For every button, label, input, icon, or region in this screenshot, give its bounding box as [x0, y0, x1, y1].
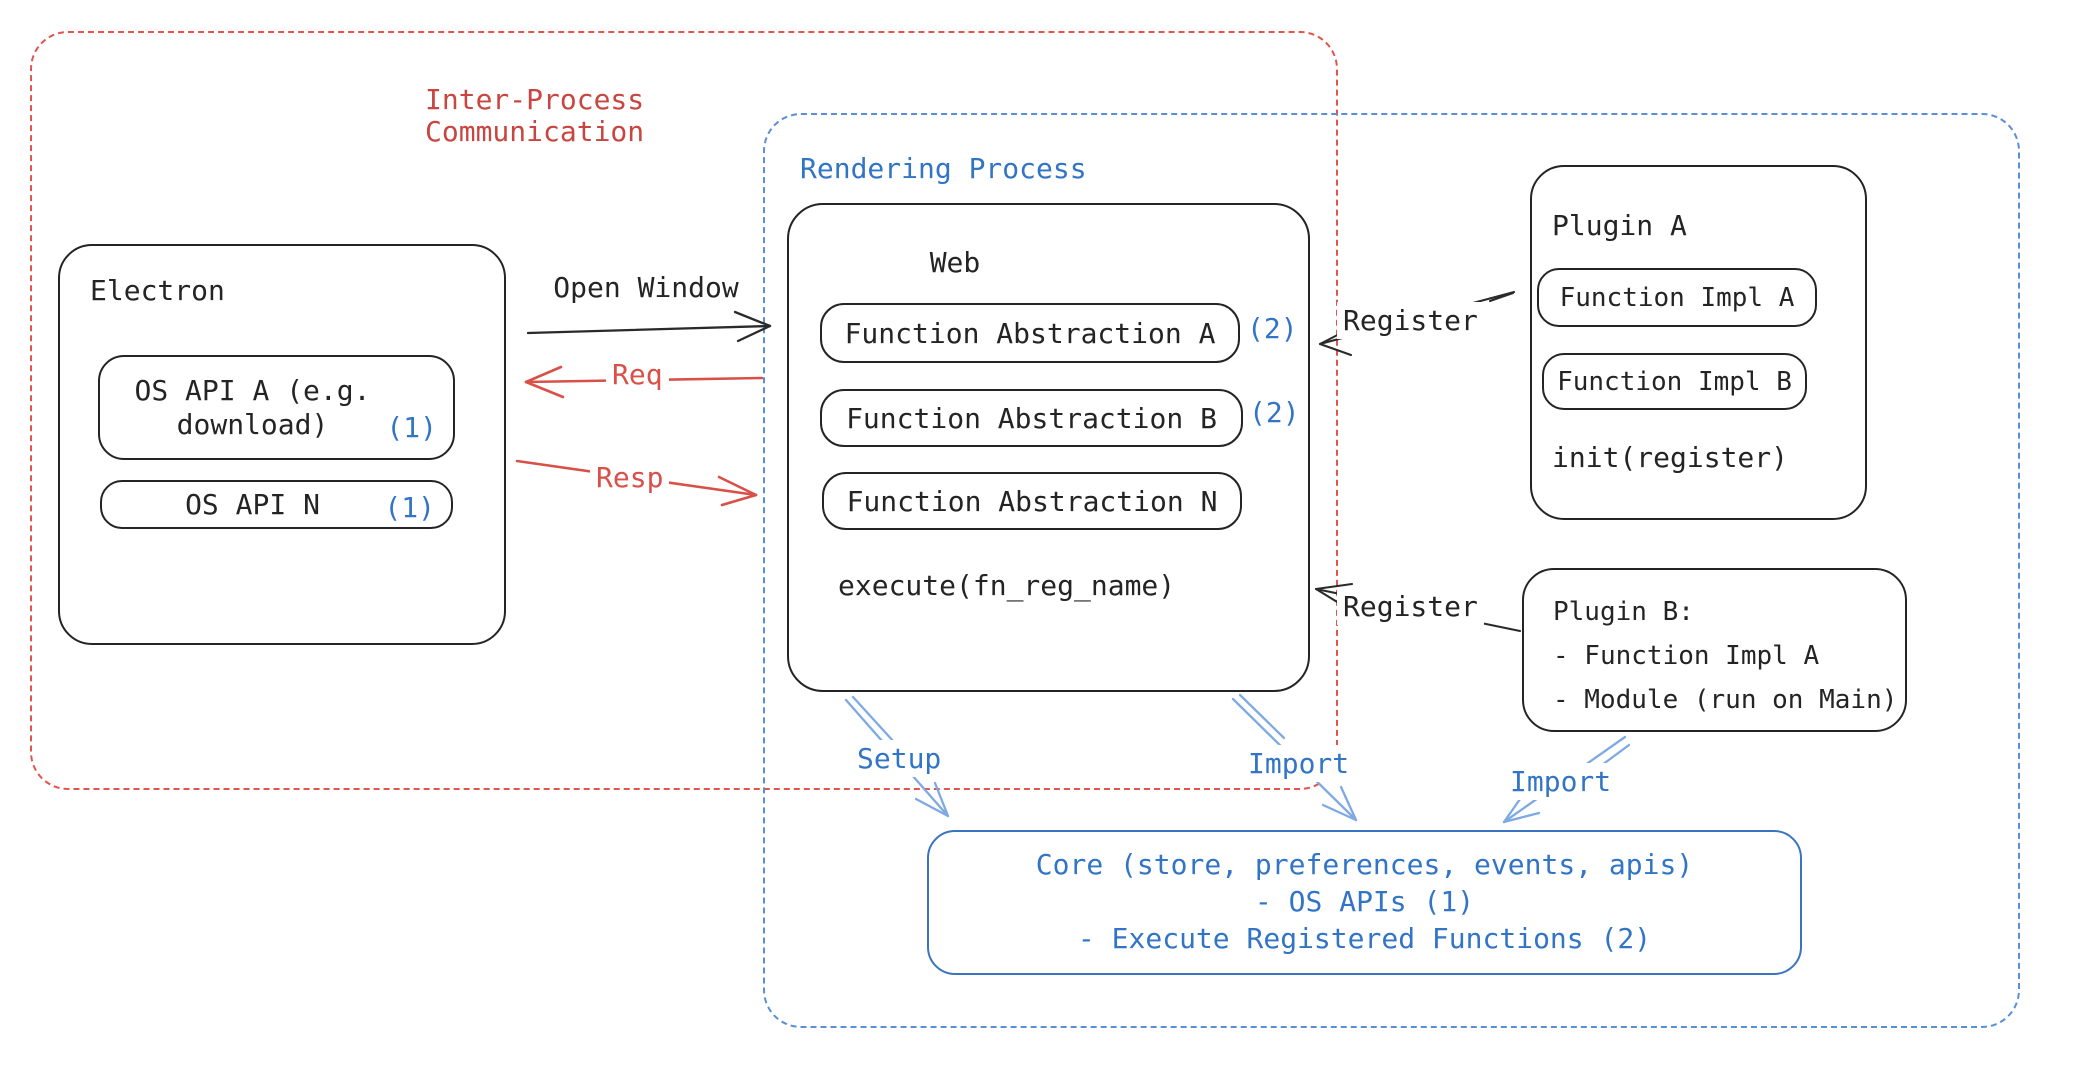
- plugin-a-title: Plugin A: [1552, 209, 1687, 242]
- function-impl-a-box: Function Impl A: [1537, 268, 1817, 327]
- plugin-a-init-label: init(register): [1552, 441, 1789, 474]
- electron-title: Electron: [90, 274, 225, 307]
- req-label: Req: [606, 356, 669, 393]
- ipc-group-title: Inter-Process Communication: [425, 84, 644, 148]
- os-api-a-line2: download): [176, 407, 329, 441]
- function-abstraction-a-ref: (2): [1247, 312, 1298, 345]
- function-abstraction-b-label: Function Abstraction B: [846, 401, 1217, 435]
- function-impl-b-box: Function Impl B: [1542, 353, 1807, 410]
- function-impl-b-label: Function Impl B: [1557, 366, 1792, 397]
- web-title: Web: [929, 246, 981, 279]
- web-box: [787, 203, 1310, 692]
- function-abstraction-b-ref: (2): [1249, 396, 1300, 429]
- core-content: Core (store, preferences, events, apis) …: [927, 846, 1802, 957]
- os-api-a-label: OS API A (e.g. download): [134, 374, 418, 442]
- resp-label: Resp: [590, 459, 670, 496]
- function-abstraction-a-box: Function Abstraction A: [820, 303, 1240, 363]
- rendering-process-group-box: [763, 113, 2020, 1028]
- os-api-a-ref: (1): [386, 411, 437, 444]
- import-plugin-label: Import: [1504, 763, 1618, 800]
- ipc-title-line2: Communication: [425, 115, 645, 148]
- function-impl-a-label: Function Impl A: [1559, 282, 1795, 313]
- core-box: [927, 830, 1802, 975]
- core-line2: - OS APIs (1): [1254, 885, 1475, 918]
- os-api-n-label: OS API N: [185, 488, 320, 521]
- function-abstraction-b-box: Function Abstraction B: [820, 389, 1243, 447]
- plugin-b-box: [1522, 568, 1907, 732]
- os-api-a-box: OS API A (e.g. download) (1): [98, 355, 455, 460]
- os-api-n-box: OS API N (1): [100, 480, 453, 529]
- import-web-label: Import: [1242, 745, 1356, 782]
- function-abstraction-a-label: Function Abstraction A: [844, 316, 1216, 350]
- core-line1: Core (store, preferences, events, apis): [1035, 848, 1694, 881]
- function-abstraction-n-label: Function Abstraction N: [846, 484, 1218, 518]
- function-abstraction-n-box: Function Abstraction N: [822, 472, 1242, 530]
- os-api-n-ref: (1): [384, 491, 435, 524]
- plugin-b-item-impl-a: - Function Impl A: [1553, 641, 1820, 671]
- setup-label: Setup: [851, 740, 948, 777]
- plugin-b-title: Plugin B:: [1553, 597, 1694, 627]
- plugin-b-item-module: - Module (run on Main): [1553, 685, 1898, 715]
- ipc-group-box: [30, 31, 1338, 790]
- plugin-a-box: [1530, 165, 1867, 520]
- register-bottom-label: Register: [1337, 588, 1484, 625]
- os-api-a-line1: OS API A (e.g.: [134, 373, 371, 407]
- core-line3: - Execute Registered Functions (2): [1077, 922, 1652, 955]
- execute-label: execute(fn_reg_name): [838, 569, 1176, 602]
- register-top-label: Register: [1337, 302, 1484, 339]
- ipc-title-line1: Inter-Process: [425, 83, 645, 116]
- rendering-process-title: Rendering Process: [800, 152, 1087, 185]
- open-window-label: Open Window: [553, 271, 739, 304]
- plugin-b-content: Plugin B: - Function Impl A - Module (ru…: [1553, 590, 1897, 722]
